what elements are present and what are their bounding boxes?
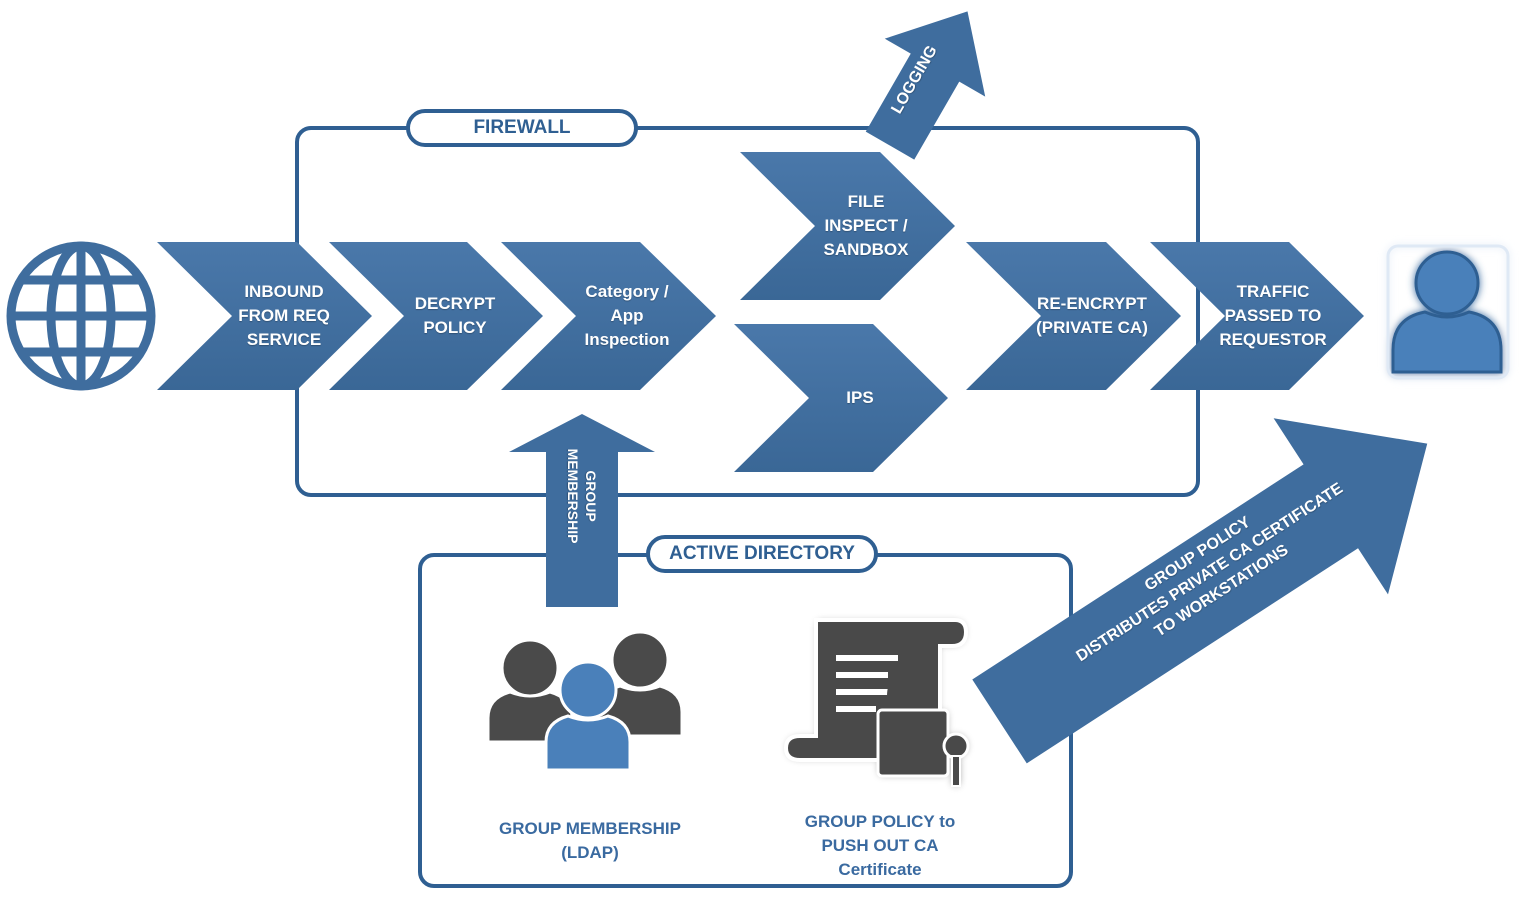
group-membership-arrow [509, 414, 655, 607]
chevron-file-inspect [740, 152, 955, 300]
step-ips-label: IPS [846, 388, 874, 407]
firewall-title: FIREWALL [473, 117, 571, 138]
group-policy-arrow [972, 418, 1428, 764]
chevron-reencrypt [966, 242, 1181, 390]
user-icon [1386, 244, 1510, 380]
users-group-icon [486, 630, 684, 772]
firewall-title-pill [406, 109, 638, 147]
chevron-inbound [157, 242, 372, 390]
certificate-lock-icon [783, 618, 970, 787]
step-file-inspect-label: FILE INSPECT / SANDBOX [823, 192, 909, 259]
active-directory-title: ACTIVE DIRECTORY [669, 543, 855, 564]
step-decrypt-label: DECRYPT POLICY [414, 294, 496, 337]
chevron-decrypt [329, 242, 543, 390]
chevron-traffic [1150, 242, 1364, 390]
logging-arrow [865, 11, 986, 160]
ldap-caption: GROUP MEMBERSHIP (LDAP) [499, 819, 681, 862]
step-inbound-label: INBOUND FROM REQ SERVICE [238, 282, 330, 349]
gpo-caption: GROUP POLICY to PUSH OUT CA Certificate [804, 812, 956, 879]
globe-icon [6, 241, 156, 391]
active-directory-title-pill [646, 535, 878, 573]
step-category-label: Category / App Inspection [584, 282, 670, 349]
step-traffic-label: TRAFFIC PASSED TO REQUESTOR [1219, 282, 1327, 349]
step-reencrypt-label: RE-ENCRYPT (PRIVATE CA) [1036, 294, 1148, 337]
group-membership-arrow-label: GROUP MEMBERSHIP [565, 448, 599, 544]
chevron-category [501, 242, 716, 390]
chevron-ips [734, 324, 948, 472]
